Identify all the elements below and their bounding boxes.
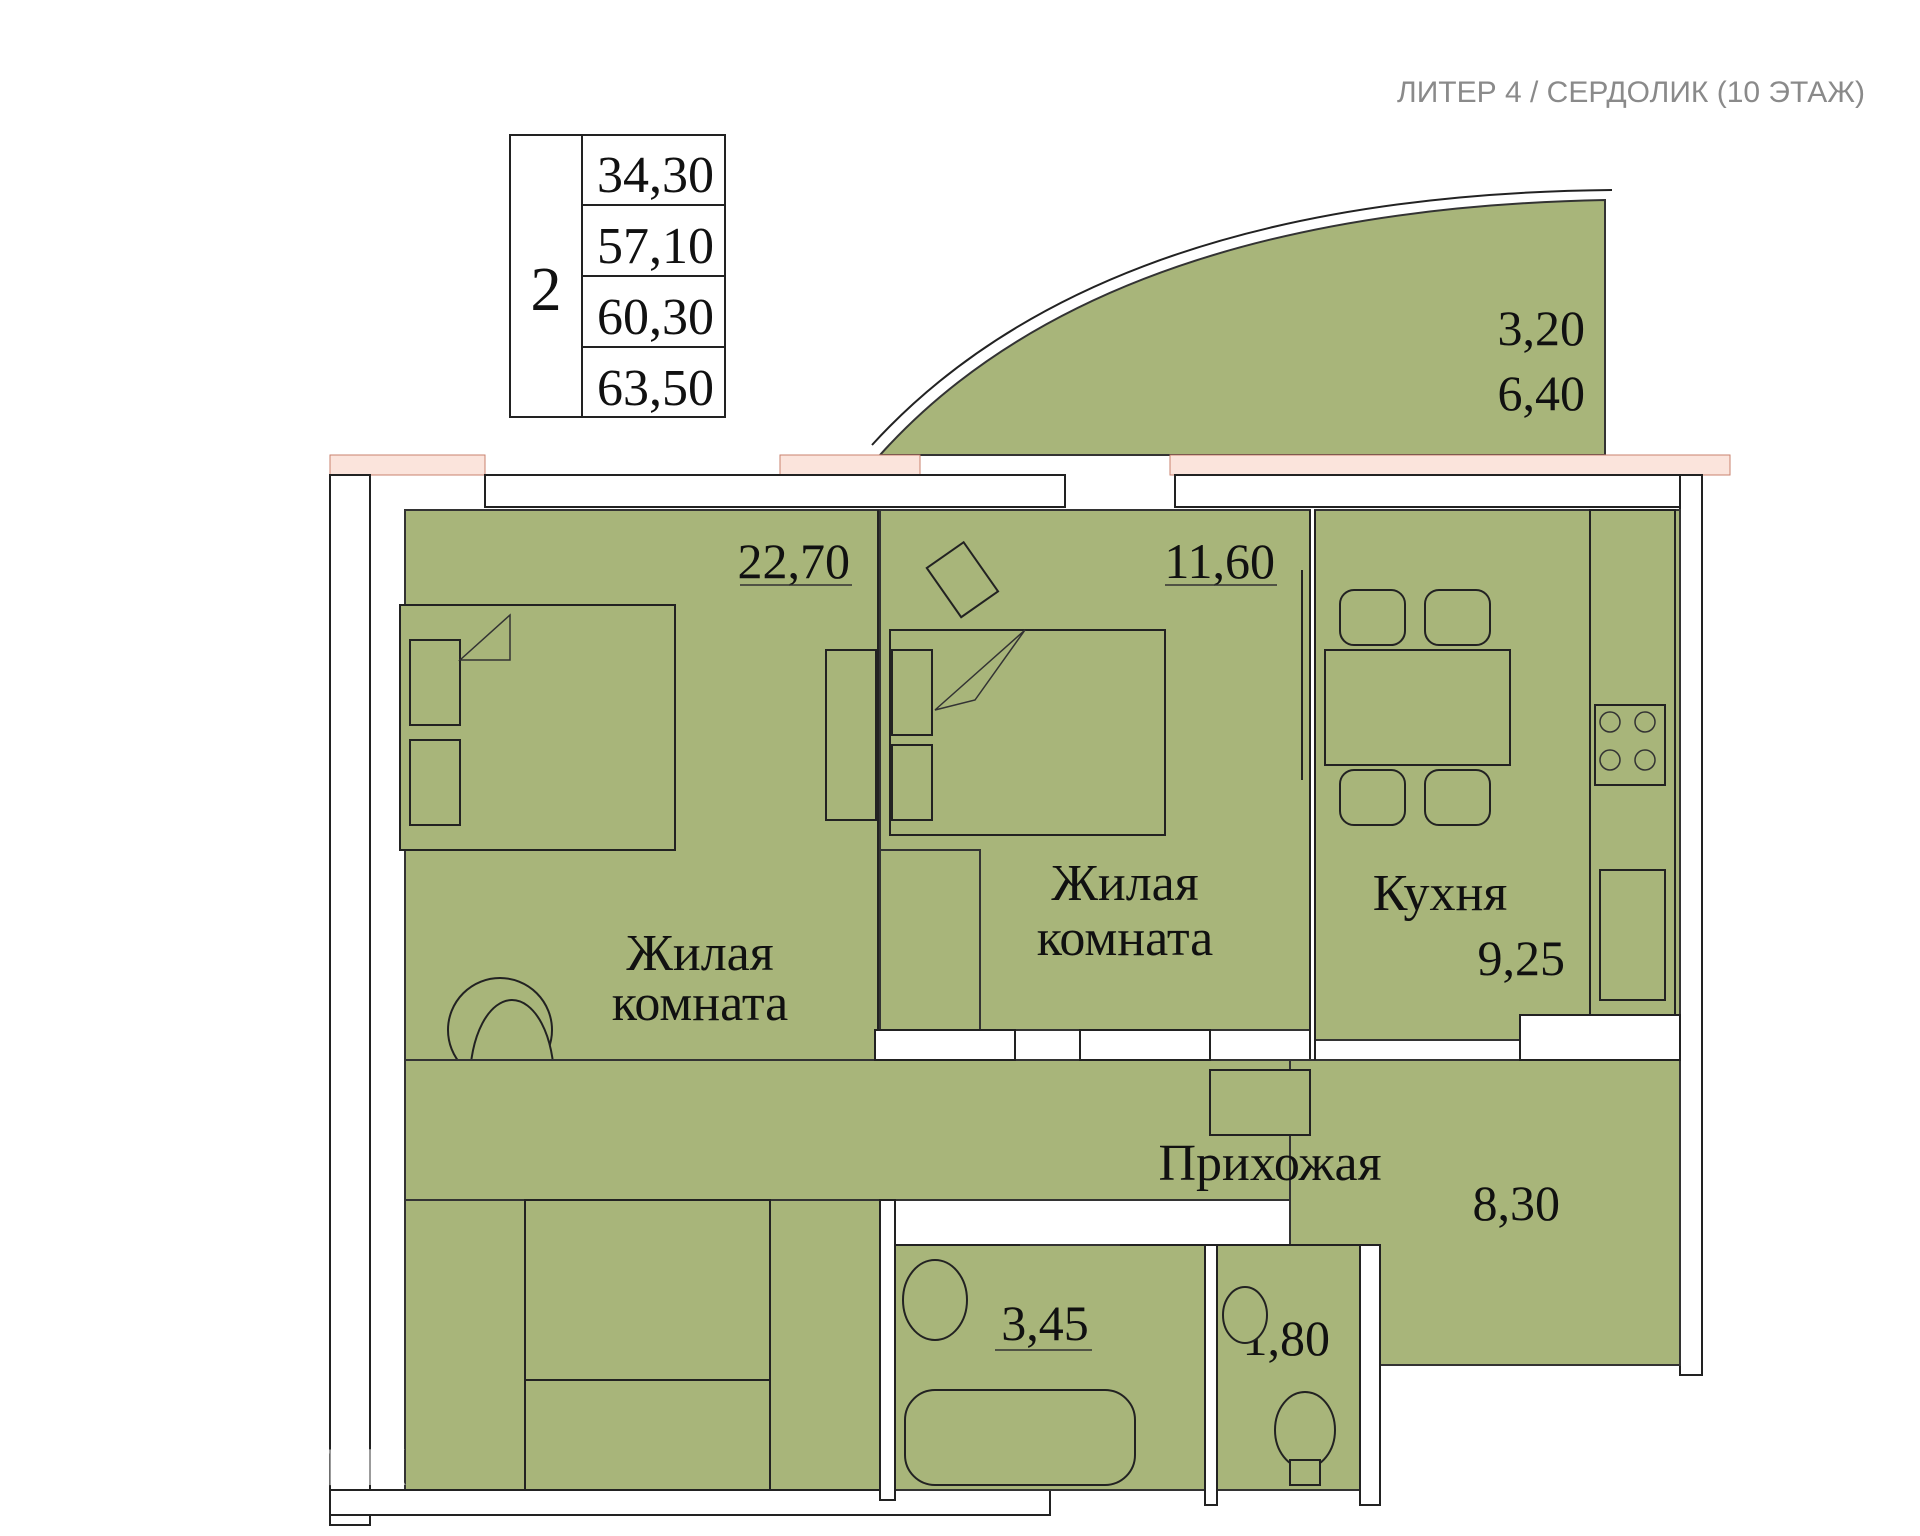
living1-label-line2: комната — [612, 975, 789, 1032]
area-value-3: 60,30 — [597, 289, 714, 346]
kitchen: Кухня 9,25 — [1314, 509, 1681, 1041]
hall-label: Прихожая — [1158, 1135, 1381, 1192]
living2-label-line1: Жилая — [1051, 855, 1198, 912]
kitchen-area: 9,25 — [1478, 930, 1566, 986]
living2-label-line2: комната — [1037, 910, 1214, 967]
living-room-large: 22,70 Жилая комната — [399, 509, 881, 1201]
storage-zone — [329, 1199, 1051, 1516]
toilet-room: 1,80 — [1214, 1244, 1361, 1491]
watermark-text: ДОМКЛИК — [155, 1439, 406, 1497]
area-value-4: 63,50 — [597, 360, 714, 417]
hallway: Прихожая 8,30 — [404, 1059, 1681, 1366]
interior-walls — [874, 510, 1681, 1506]
living-room-small: 11,60 Жилая комната — [879, 509, 1311, 1060]
balcony: 3,20 6,40 — [871, 189, 1613, 456]
header-title: ЛИТЕР 4 / СЕРДОЛИК (10 ЭТАЖ) — [1397, 76, 1865, 109]
summary-table: 2 34,30 57,10 60,30 63,50 — [509, 134, 726, 418]
area-value-2: 57,10 — [597, 218, 714, 275]
domclick-watermark: ДОМКЛИК — [65, 1400, 406, 1497]
bathroom-area: 3,45 — [1001, 1295, 1089, 1351]
area-value-1: 34,30 — [597, 147, 714, 204]
bathroom: 3,45 — [894, 1244, 1206, 1491]
balcony-area-1: 3,20 — [1498, 300, 1586, 356]
house-icon — [65, 1400, 145, 1493]
living1-label-line1: Жилая — [626, 925, 773, 982]
hall-area: 8,30 — [1473, 1175, 1561, 1231]
kitchen-label: Кухня — [1373, 865, 1508, 922]
rooms-count: 2 — [531, 256, 562, 324]
living1-area: 22,70 — [738, 533, 851, 589]
balcony-area-2: 6,40 — [1498, 365, 1586, 421]
exterior-walls — [329, 454, 1731, 1526]
living2-area: 11,60 — [1164, 533, 1275, 589]
